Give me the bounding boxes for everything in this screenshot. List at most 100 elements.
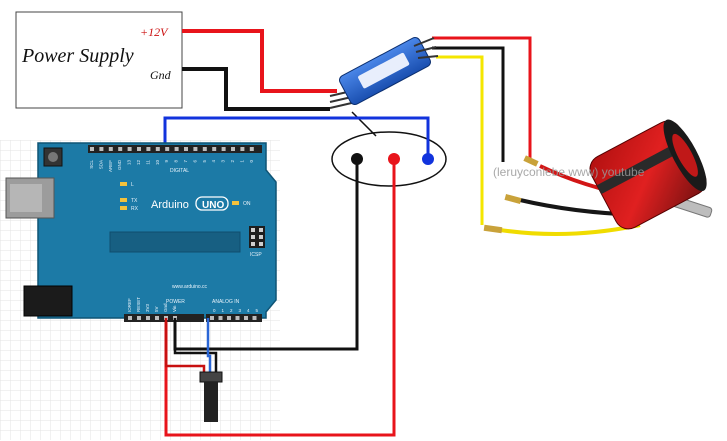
digital-pin xyxy=(212,147,217,151)
icsp-label: ICSP xyxy=(250,252,262,258)
junction-blue-dot xyxy=(422,153,434,165)
icsp-pins xyxy=(251,228,263,246)
digital-header-pins xyxy=(90,147,254,151)
gnd-label: Gnd xyxy=(150,68,172,82)
bottom-pin xyxy=(244,316,248,320)
bottom-pin xyxy=(252,316,257,320)
esc-speed-controller xyxy=(329,37,439,109)
digital-pin xyxy=(146,147,151,151)
usb-connector-inner xyxy=(10,184,42,212)
digital-pin-label: 12 xyxy=(136,160,141,166)
analog-label: ANALOG IN xyxy=(212,299,240,305)
digital-pin xyxy=(240,147,245,151)
led-l-label: L xyxy=(131,182,134,188)
power-supply: Power Supply +12V Gnd xyxy=(15,11,183,109)
brushless-motor: (leruyconlebe.www) youtube xyxy=(493,119,713,230)
arduino-pcb xyxy=(37,142,277,319)
digital-pin xyxy=(99,147,104,151)
led-rx-label: RX xyxy=(131,206,139,212)
led-on xyxy=(232,201,239,205)
digital-pin-label: 2 xyxy=(230,160,235,163)
power-supply-box xyxy=(15,11,183,109)
bottom-pin xyxy=(235,316,240,320)
bottom-pin xyxy=(128,316,132,320)
wire-esc-motor-black xyxy=(432,46,505,162)
digital-pin-label: AREF xyxy=(108,160,113,172)
reset-button-cap xyxy=(48,152,58,162)
digital-pin xyxy=(231,147,235,151)
pot-wire-signal xyxy=(206,318,212,372)
potentiometer xyxy=(164,318,223,422)
digital-pin-label: SDA xyxy=(98,160,103,169)
esc-label xyxy=(358,52,410,89)
bottom-pin xyxy=(210,316,214,320)
digital-pin xyxy=(249,147,254,151)
bottom-pin-label: 3V3 xyxy=(145,303,150,312)
digital-label: DIGITAL xyxy=(170,168,189,174)
digital-pin-label: 6 xyxy=(192,160,197,163)
bottom-pin xyxy=(227,316,231,320)
power-label: POWER xyxy=(166,299,185,305)
digital-pin xyxy=(155,147,160,151)
bullet-connector-red xyxy=(523,155,539,167)
plus-12v-label: +12V xyxy=(140,25,169,39)
dc-power-jack xyxy=(23,285,73,317)
bottom-pin-label: 3 xyxy=(239,308,242,313)
digital-pin xyxy=(108,147,113,151)
motor-lead-yellow xyxy=(499,223,641,236)
uno-logo-box xyxy=(195,196,229,211)
bottom-pin xyxy=(218,316,223,320)
digital-pin-label: GND xyxy=(117,159,122,170)
digital-pin xyxy=(118,147,123,151)
digital-pin-label: 0 xyxy=(249,160,254,163)
wire-psu-positive xyxy=(182,29,337,93)
wire-esc-motor-yellow xyxy=(436,55,484,225)
led-tx xyxy=(120,198,127,202)
bottom-pin-label: 0 xyxy=(213,308,216,313)
atmega-chip xyxy=(109,231,241,253)
digital-pin xyxy=(202,147,207,151)
analog-header xyxy=(206,314,262,322)
esc-output-wires xyxy=(413,37,439,59)
digital-pin-label: 11 xyxy=(145,160,150,165)
pot-body xyxy=(199,371,223,383)
digital-pin-label: 7 xyxy=(183,160,188,163)
wire-psu-ground xyxy=(182,67,330,111)
power-supply-title: Power Supply xyxy=(21,45,134,67)
digital-pin xyxy=(127,147,132,151)
bottom-pin-label: Gnd xyxy=(163,303,168,312)
pot-wire-ground xyxy=(173,318,218,372)
digital-pin xyxy=(137,147,141,151)
bottom-pin-label: RESET xyxy=(136,297,141,312)
digital-pin-label: 3 xyxy=(221,160,226,163)
led-l xyxy=(120,182,127,186)
digital-pin xyxy=(165,147,170,151)
bottom-pin-label: 4 xyxy=(247,308,250,313)
motor-stripe xyxy=(596,138,690,195)
junction-oval xyxy=(331,131,447,187)
arduino-url: www.arduino.cc xyxy=(172,284,208,290)
digital-pin xyxy=(174,147,179,151)
arduino-brand: Arduino xyxy=(151,199,189,211)
bottom-pin-label: 1 xyxy=(222,308,225,313)
led-rx xyxy=(120,206,127,210)
led-tx-label: TX xyxy=(131,198,138,204)
wire-esc-motor-red xyxy=(432,36,532,162)
bottom-pin xyxy=(137,316,141,320)
digital-pin-label: 13 xyxy=(127,160,132,166)
junction-pointer-line xyxy=(351,111,377,137)
bottom-pin-label: 5 xyxy=(256,308,259,313)
digital-pin-label: SCL xyxy=(89,160,94,169)
digital-pin-label: 9 xyxy=(164,160,169,163)
bottom-pin-label: IOREF xyxy=(127,298,132,312)
motor-watermark: (leruyconlebe.www) youtube xyxy=(493,165,645,179)
digital-pin-label: 1 xyxy=(239,160,244,163)
digital-pin xyxy=(221,147,226,151)
bullet-connector-black xyxy=(504,194,522,204)
pot-wire-5v xyxy=(164,318,206,372)
pot-knob xyxy=(204,382,218,422)
digital-pin xyxy=(193,147,198,151)
